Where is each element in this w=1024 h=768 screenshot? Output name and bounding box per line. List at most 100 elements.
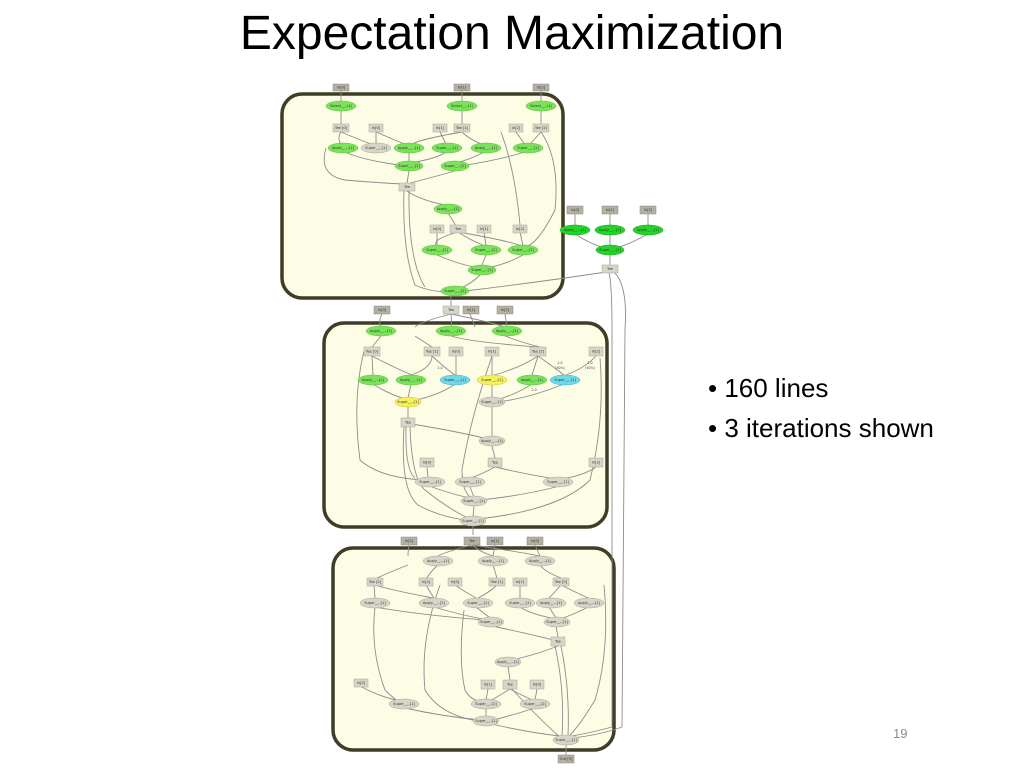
super-node — [454, 476, 486, 488]
node-label: Out [0] — [560, 757, 573, 761]
node-label: Tee — [606, 267, 614, 271]
apply-node — [573, 597, 605, 609]
bullet-list: • 160 lines • 3 iterations shown — [708, 368, 934, 448]
node-label: Tee — [468, 539, 476, 543]
apply-node — [477, 555, 509, 567]
input-node-0 — [566, 205, 584, 215]
tee-node — [400, 417, 416, 428]
super-node — [552, 734, 580, 746]
node-label: Super__..[1] — [444, 378, 466, 382]
node-label: Tee [0] — [554, 580, 568, 584]
select-node — [446, 100, 478, 112]
node-label: In[1] — [491, 539, 500, 543]
input-node-2 — [496, 305, 514, 315]
node-label: Super__..[1] — [599, 248, 621, 252]
node-label: Super__..[1] — [481, 378, 503, 382]
super-node — [421, 244, 453, 256]
node-label: In[2] — [512, 126, 521, 130]
node-label: Super__..[1] — [393, 702, 415, 706]
super-node — [470, 244, 502, 256]
graph-nodes-iteration-2: In[0] In[1] In[2] Apply__...[1] Apply__.… — [357, 305, 604, 527]
apply-node — [470, 142, 502, 154]
node-label: Super__..[1] — [554, 378, 576, 382]
node-label: Apply__...[1] — [496, 329, 519, 333]
node-label: Tee — [447, 308, 455, 312]
input-node — [368, 123, 384, 133]
super-node — [439, 374, 471, 386]
node-label: Super__..[1] — [555, 738, 577, 742]
super-node — [440, 285, 470, 297]
node-label: Apply__...[1] — [437, 207, 460, 211]
node-label: In[0] — [531, 539, 540, 543]
super-node — [414, 476, 446, 488]
apply-node — [395, 374, 427, 386]
node-label: In[0] — [571, 208, 580, 212]
apply-node — [435, 325, 467, 337]
input-node-0 — [373, 305, 391, 315]
node-label: Tee [2] — [534, 126, 548, 130]
apply-node — [433, 203, 463, 215]
graph-nodes-iteration-3: In[2] Tee In[1] In[0] Apply__...[1] Appl… — [353, 536, 605, 764]
node-label: Tee [0] — [365, 350, 379, 354]
apply-node — [559, 224, 591, 236]
node-label: In[2] — [644, 208, 653, 212]
graph-nodes-iteration-1: In[0] In[1] In[2] Select__..(1) Select__… — [325, 83, 557, 297]
output-node — [557, 754, 575, 764]
node-label: Super__..[1] — [397, 400, 419, 404]
input-node — [447, 577, 463, 587]
node-label: Tee — [506, 683, 514, 687]
node-label: In[1] — [484, 683, 493, 687]
node-label: Super__..[1] — [475, 719, 497, 723]
super-node — [512, 142, 544, 154]
select-node — [325, 100, 357, 112]
edge-label: 2.0 — [557, 361, 562, 365]
node-label: Super__..[1] — [512, 248, 534, 252]
tee-node — [552, 577, 570, 587]
apply-node — [594, 224, 626, 236]
input-node — [588, 346, 604, 357]
node-label: Apply__...[1] — [564, 228, 587, 232]
node-label: Super__..[1] — [546, 620, 568, 624]
node-label: In[0] — [451, 580, 460, 584]
input-node — [508, 123, 524, 133]
node-label: Apply__...[1] — [497, 660, 520, 664]
node-label: Tee — [554, 640, 562, 644]
node-label: Super__..[1] — [365, 146, 387, 150]
node-label: Super__..[1] — [509, 601, 531, 605]
node-label: Apply__...[1] — [423, 601, 446, 605]
node-label: Tee [2] — [368, 580, 382, 584]
node-label: Tee — [404, 421, 412, 425]
super-node — [467, 264, 497, 276]
input-node — [476, 224, 492, 234]
node-label: Super__..[1] — [426, 248, 448, 252]
node-label: Super__..[1] — [475, 702, 497, 706]
input-node — [419, 457, 435, 468]
super-node — [478, 396, 506, 408]
edge-label: 2.0 — [437, 366, 442, 370]
input-node — [588, 457, 604, 468]
super-node — [460, 495, 488, 507]
apply-node — [524, 555, 556, 567]
super-node — [595, 244, 625, 256]
node-label: Super__..[1] — [463, 499, 485, 503]
input-node-1 — [601, 205, 619, 215]
node-label: In[0] — [452, 350, 461, 354]
edge-label: 2.0 — [531, 388, 536, 392]
node-label: Super__..[1] — [480, 620, 502, 624]
apply-node — [357, 374, 389, 386]
node-label: Select__..(1) — [330, 104, 353, 108]
input-node — [480, 679, 496, 690]
input-node-0 — [526, 536, 544, 546]
node-label: Apply__...[1] — [578, 601, 601, 605]
tee-node — [366, 577, 384, 587]
super-node — [470, 698, 502, 710]
node-label: Super__..[1] — [467, 601, 489, 605]
input-node-2 — [400, 536, 418, 546]
apply-node — [327, 142, 359, 154]
super-node — [394, 160, 424, 172]
input-node — [512, 224, 528, 234]
super-node — [542, 476, 574, 488]
tee-node — [423, 346, 441, 357]
node-label: Super__..[1] — [547, 480, 569, 484]
